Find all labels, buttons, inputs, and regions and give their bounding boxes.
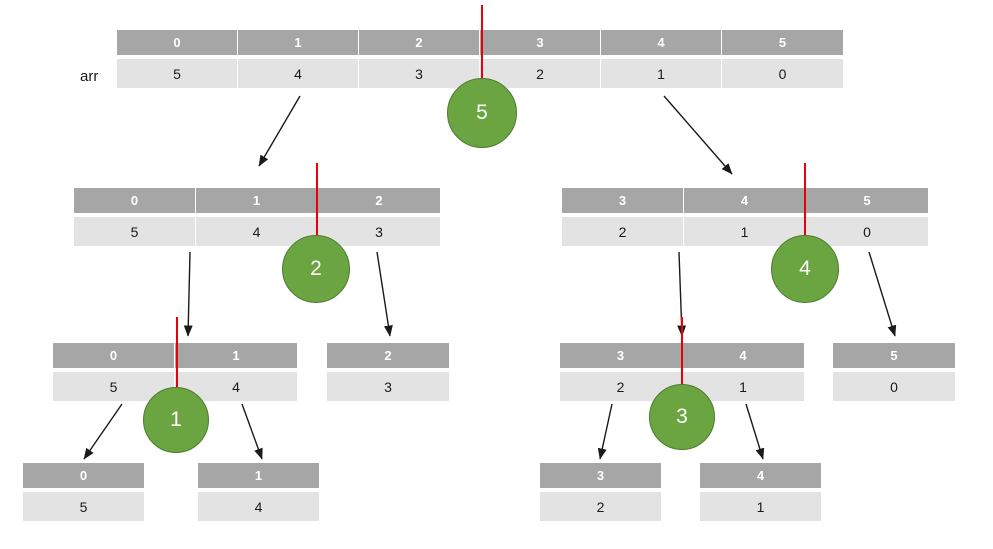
index-cell: 0 bbox=[79, 468, 88, 483]
array-values-row: 0 bbox=[833, 372, 955, 401]
array-header-row: 3 4 5 bbox=[562, 188, 928, 213]
arrow-l2c-to-l3d bbox=[745, 403, 765, 460]
marker-line-level1-left bbox=[316, 163, 318, 236]
array-level3-a: 0 5 bbox=[23, 463, 144, 521]
array-header-row: 4 bbox=[700, 463, 821, 488]
index-cell: 0 bbox=[53, 343, 175, 368]
index-cell: 5 bbox=[890, 348, 898, 363]
pivot-circle-level2-left: 1 bbox=[143, 387, 209, 453]
arrow-root-to-right bbox=[663, 95, 733, 175]
value-cell: 2 bbox=[596, 498, 605, 515]
value-cell: 0 bbox=[778, 65, 787, 82]
value-cell: 1 bbox=[601, 59, 722, 88]
array-level2-left-b: 2 3 bbox=[327, 343, 449, 401]
index-cell: 3 bbox=[596, 468, 605, 483]
index-cell: 5 bbox=[778, 35, 787, 50]
marker-line-level1-right bbox=[804, 163, 806, 236]
array-level0-root: 0 1 2 3 4 5 5 4 3 2 1 0 bbox=[117, 30, 843, 88]
array-header-row: 1 bbox=[198, 463, 319, 488]
array-header-row: 3 bbox=[540, 463, 661, 488]
index-cell: 3 bbox=[562, 188, 684, 213]
value-cell: 3 bbox=[384, 378, 392, 395]
index-cell: 1 bbox=[238, 30, 359, 55]
index-cell: 2 bbox=[359, 30, 480, 55]
index-cell: 4 bbox=[684, 188, 806, 213]
value-cell: 0 bbox=[890, 378, 898, 395]
pivot-circle-level2-right: 3 bbox=[649, 384, 715, 450]
array-header-row: 0 bbox=[23, 463, 144, 488]
index-cell: 4 bbox=[601, 30, 722, 55]
value-cell: 0 bbox=[863, 223, 871, 240]
array-header-row: 2 bbox=[327, 343, 449, 368]
array-values-row: 3 bbox=[327, 372, 449, 401]
index-cell: 1 bbox=[232, 348, 240, 363]
arrow-root-to-left bbox=[258, 95, 301, 167]
array-header-row: 0 1 bbox=[53, 343, 297, 368]
array-level2-right-b: 5 0 bbox=[833, 343, 955, 401]
index-cell: 4 bbox=[756, 468, 765, 483]
arrow-l1left-to-l2a bbox=[183, 251, 193, 337]
array-level2-left-a: 0 1 5 4 bbox=[53, 343, 297, 401]
array-values-row: 1 bbox=[700, 492, 821, 521]
value-cell: 3 bbox=[375, 223, 383, 240]
array-values-row: 2 1 0 bbox=[562, 217, 928, 246]
array-level3-b: 1 4 bbox=[198, 463, 319, 521]
pivot-circle-level1-left: 2 bbox=[282, 235, 350, 303]
arrow-l2a-to-l3b bbox=[241, 403, 263, 460]
value-cell: 1 bbox=[739, 378, 747, 395]
index-cell: 3 bbox=[560, 343, 682, 368]
marker-line-level2-left bbox=[176, 317, 178, 387]
arrow-l1right-to-l2d bbox=[868, 251, 897, 337]
array-values-row: 4 bbox=[198, 492, 319, 521]
index-cell: 2 bbox=[375, 193, 383, 208]
value-cell: 3 bbox=[359, 59, 480, 88]
index-cell: 1 bbox=[196, 188, 318, 213]
index-cell: 4 bbox=[739, 348, 747, 363]
index-cell: 0 bbox=[74, 188, 196, 213]
value-cell: 5 bbox=[74, 217, 196, 246]
value-cell: 5 bbox=[53, 372, 175, 401]
arrow-l2a-to-l3a bbox=[83, 403, 123, 460]
value-cell: 1 bbox=[756, 498, 765, 515]
array-values-row: 5 bbox=[23, 492, 144, 521]
index-cell: 1 bbox=[254, 468, 263, 483]
array-label-arr: arr bbox=[80, 68, 99, 85]
array-level1-right: 3 4 5 2 1 0 bbox=[562, 188, 928, 246]
marker-line-root bbox=[481, 5, 483, 79]
value-cell: 4 bbox=[238, 59, 359, 88]
array-level3-c: 3 2 bbox=[540, 463, 661, 521]
array-level3-d: 4 1 bbox=[700, 463, 821, 521]
arrow-l2c-to-l3c bbox=[597, 403, 613, 460]
value-cell: 5 bbox=[117, 59, 238, 88]
index-cell: 0 bbox=[117, 30, 238, 55]
array-header-row: 5 bbox=[833, 343, 955, 368]
pivot-circle-level1-right: 4 bbox=[771, 235, 839, 303]
marker-line-level2-right bbox=[681, 317, 683, 387]
value-cell: 2 bbox=[562, 217, 684, 246]
arrow-l1left-to-l2b bbox=[376, 251, 393, 337]
pivot-circle-root: 5 bbox=[447, 78, 517, 148]
value-cell: 4 bbox=[254, 498, 263, 515]
value-cell: 5 bbox=[79, 498, 88, 515]
array-level1-left: 0 1 2 5 4 3 bbox=[74, 188, 440, 246]
value-cell: 2 bbox=[480, 59, 601, 88]
index-cell: 3 bbox=[480, 30, 601, 55]
array-header-row: 0 1 2 bbox=[74, 188, 440, 213]
array-header-row: 0 1 2 3 4 5 bbox=[117, 30, 843, 55]
index-cell: 5 bbox=[863, 193, 871, 208]
value-cell: 4 bbox=[232, 378, 240, 395]
index-cell: 2 bbox=[384, 348, 392, 363]
array-values-row: 2 bbox=[540, 492, 661, 521]
array-values-row: 5 4 3 bbox=[74, 217, 440, 246]
